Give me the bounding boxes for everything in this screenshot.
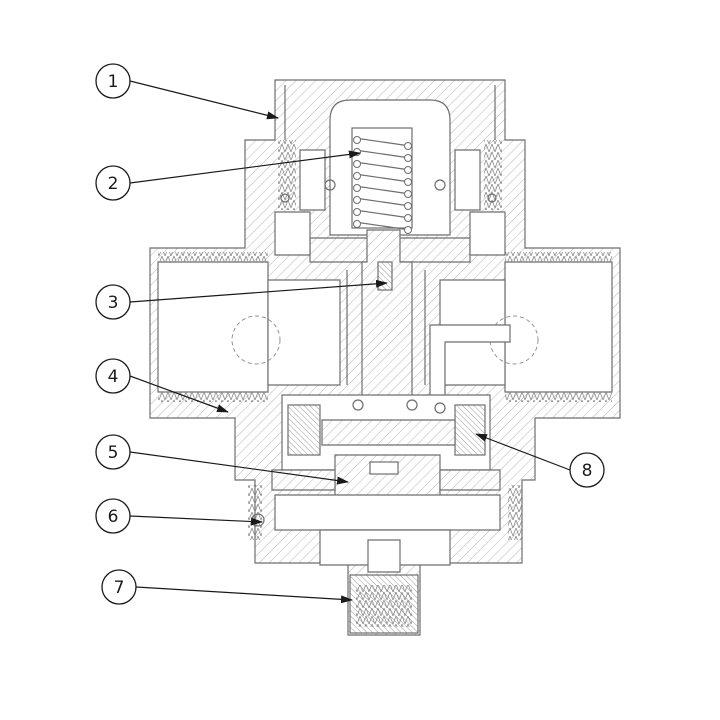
callout-2-label: 2	[108, 174, 119, 194]
inlet-thread-bottom	[158, 392, 268, 402]
callout-1: 1	[95, 63, 131, 99]
callout-1-label: 1	[108, 72, 119, 92]
seal-right	[454, 404, 486, 456]
outlet-thread-top	[505, 252, 612, 262]
callout-5-label: 5	[108, 443, 119, 463]
callout-4-label: 4	[108, 367, 119, 387]
leader-1	[129, 80, 279, 120]
callout-8-label: 8	[582, 461, 593, 481]
callout-7-label: 7	[114, 578, 125, 598]
leader-7	[135, 586, 353, 604]
leader-3	[129, 279, 388, 303]
adjusting-spring	[351, 127, 413, 234]
callout-5: 5	[95, 434, 131, 470]
inlet-thread-top	[158, 252, 268, 262]
drain-fitting	[349, 539, 419, 634]
cover-thread-right	[508, 485, 522, 540]
outlet-gauge-port	[489, 315, 539, 365]
valve-seat-assembly	[281, 394, 491, 471]
callout-4: 4	[95, 358, 131, 394]
callout-3: 3	[95, 284, 131, 320]
cover-thread-left	[248, 485, 262, 540]
callout-2: 2	[95, 165, 131, 201]
leader-lines	[129, 80, 571, 604]
callout-7: 7	[101, 569, 137, 605]
leader-4	[129, 375, 229, 413]
outlet-thread-bottom	[505, 392, 612, 402]
callout-6-label: 6	[108, 507, 119, 527]
piston-disc	[271, 454, 501, 506]
leader-8	[475, 433, 571, 471]
callouts: 1 2 3 4 5 6 7 8	[95, 63, 605, 605]
leader-6	[129, 515, 263, 526]
leader-2	[129, 150, 361, 184]
inlet-gauge-port	[231, 315, 281, 365]
callout-6: 6	[95, 498, 131, 534]
leader-5	[129, 451, 349, 485]
bonnet-thread-right	[484, 140, 502, 210]
bonnet-thread-left	[278, 140, 296, 210]
callout-8: 8	[569, 452, 605, 488]
callout-3-label: 3	[108, 293, 119, 313]
seal-left	[287, 404, 321, 456]
